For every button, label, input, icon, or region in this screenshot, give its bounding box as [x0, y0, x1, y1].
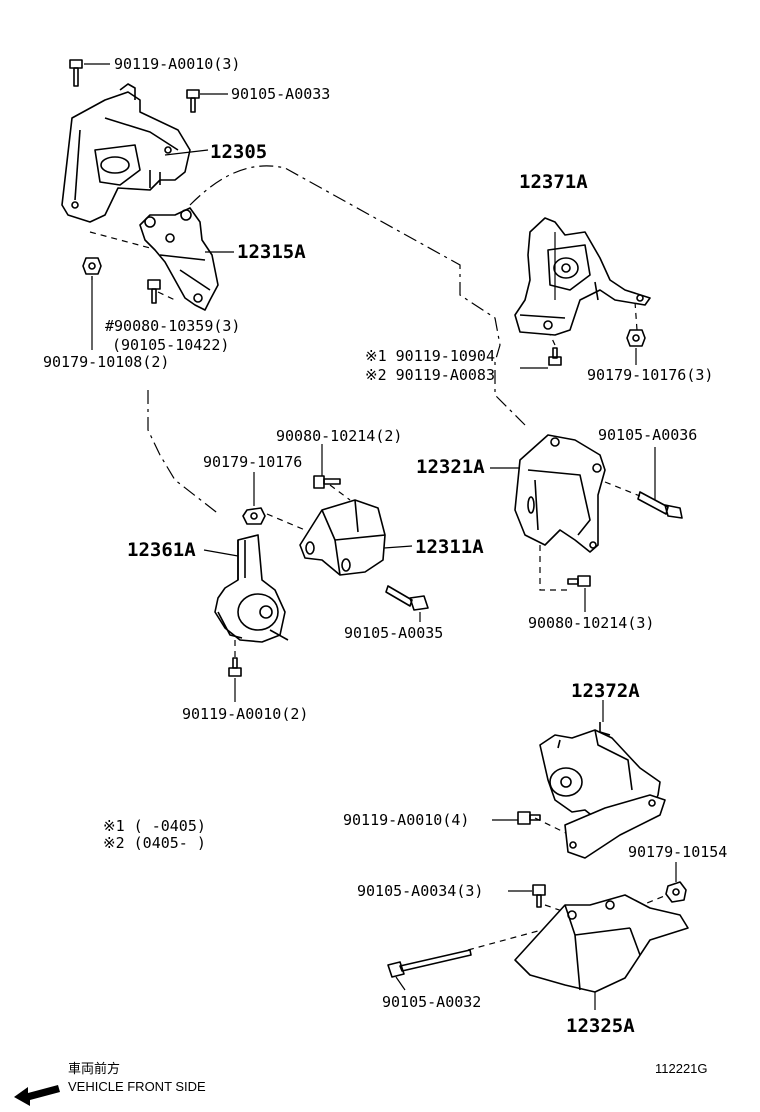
label-fastener-90105-A0035: 90105-A0035	[344, 624, 443, 642]
phantom-lines	[89, 165, 673, 951]
mount-12305-drawing	[61, 83, 191, 223]
label-part-12321A: 12321A	[416, 456, 485, 478]
nut-icon-90179-10176-3	[626, 329, 646, 347]
label-fastener-90080-10214-2: 90080-10214(2)	[276, 427, 402, 445]
bracket-lower-plate-drawing	[564, 794, 666, 859]
label-fastener-90179-10176: 90179-10176	[203, 453, 302, 471]
diagram-code: 112221G	[655, 1061, 708, 1076]
label-fastener-90105-A0032: 90105-A0032	[382, 993, 481, 1011]
label-fastener-90080-10359-3: #90080-10359(3)	[105, 317, 240, 335]
nut-icon-90179-10154	[665, 881, 687, 903]
bracket-12325A-drawing	[514, 894, 689, 993]
bolt-icon-90105-A0034-3	[532, 884, 546, 908]
bracket-12321A-drawing	[514, 434, 606, 553]
label-fastener-90119-A0010-4: 90119-A0010(4)	[343, 811, 469, 829]
label-fastener-90119-A0010-3: 90119-A0010(3)	[114, 55, 240, 73]
label-part-12371A: 12371A	[519, 171, 588, 193]
bolt-icon-90080-10359	[147, 279, 161, 304]
nut-icon-90179-10176	[242, 507, 266, 525]
label-fastener-90119-10904: ※1 90119-10904	[365, 347, 495, 365]
nut-icon-90179-10108	[82, 257, 102, 275]
bolt-icon-90119-A0010-4	[517, 811, 541, 825]
label-part-12361A: 12361A	[127, 539, 196, 561]
label-fastener-90105-A0034-3: 90105-A0034(3)	[357, 882, 483, 900]
bracket-12315A-drawing	[139, 207, 219, 311]
vehicle-front-label-en: VEHICLE FRONT SIDE	[68, 1079, 206, 1094]
bolt-icon-90119-A0010-2	[228, 657, 242, 677]
bolt-icon-90105-A0036	[637, 491, 683, 519]
bolt-icon-90105-A0033	[186, 89, 200, 113]
leader-lines	[84, 63, 677, 1010]
bolt-icon-90080-10214-3	[567, 575, 591, 587]
bolt-icon-90105-A0032	[387, 949, 472, 978]
label-fastener-90179-10154: 90179-10154	[628, 843, 727, 861]
label-fastener-90105-A0036: 90105-A0036	[598, 426, 697, 444]
label-fastener-90119-A0083: ※2 90119-A0083	[365, 366, 495, 384]
vehicle-front-label-jp: 車両前方	[68, 1061, 120, 1076]
bracket-12311A-drawing	[299, 499, 386, 576]
label-fastener-90119-A0010-2: 90119-A0010(2)	[182, 705, 308, 723]
bolt-icon-90119-A0010-3	[69, 59, 83, 87]
bolt-icon-90080-10214-2	[313, 475, 341, 489]
bolt-icon-90105-A0035	[385, 585, 429, 611]
label-fastener-90080-10214-3: 90080-10214(3)	[528, 614, 654, 632]
label-part-12315A: 12315A	[237, 241, 306, 263]
vehicle-front-arrow-icon	[14, 1085, 60, 1106]
label-part-12311A: 12311A	[415, 536, 484, 558]
label-part-12325A: 12325A	[566, 1015, 635, 1037]
label-fastener-90105-A0033: 90105-A0033	[231, 85, 330, 103]
label-fastener-90179-10176-3: 90179-10176(3)	[587, 366, 713, 384]
mount-12361A-drawing	[214, 534, 289, 643]
label-fastener-90105-10422: (90105-10422)	[112, 336, 229, 354]
label-fastener-90179-10108-2: 90179-10108(2)	[43, 353, 169, 371]
label-part-12372A: 12372A	[571, 680, 640, 702]
note-1: ※1 ( -0405)	[103, 817, 206, 835]
note-2: ※2 (0405- )	[103, 834, 206, 852]
mount-12371A-drawing	[514, 217, 651, 336]
label-part-12305: 12305	[210, 141, 267, 163]
bolt-icon-90119-10904	[548, 347, 562, 366]
